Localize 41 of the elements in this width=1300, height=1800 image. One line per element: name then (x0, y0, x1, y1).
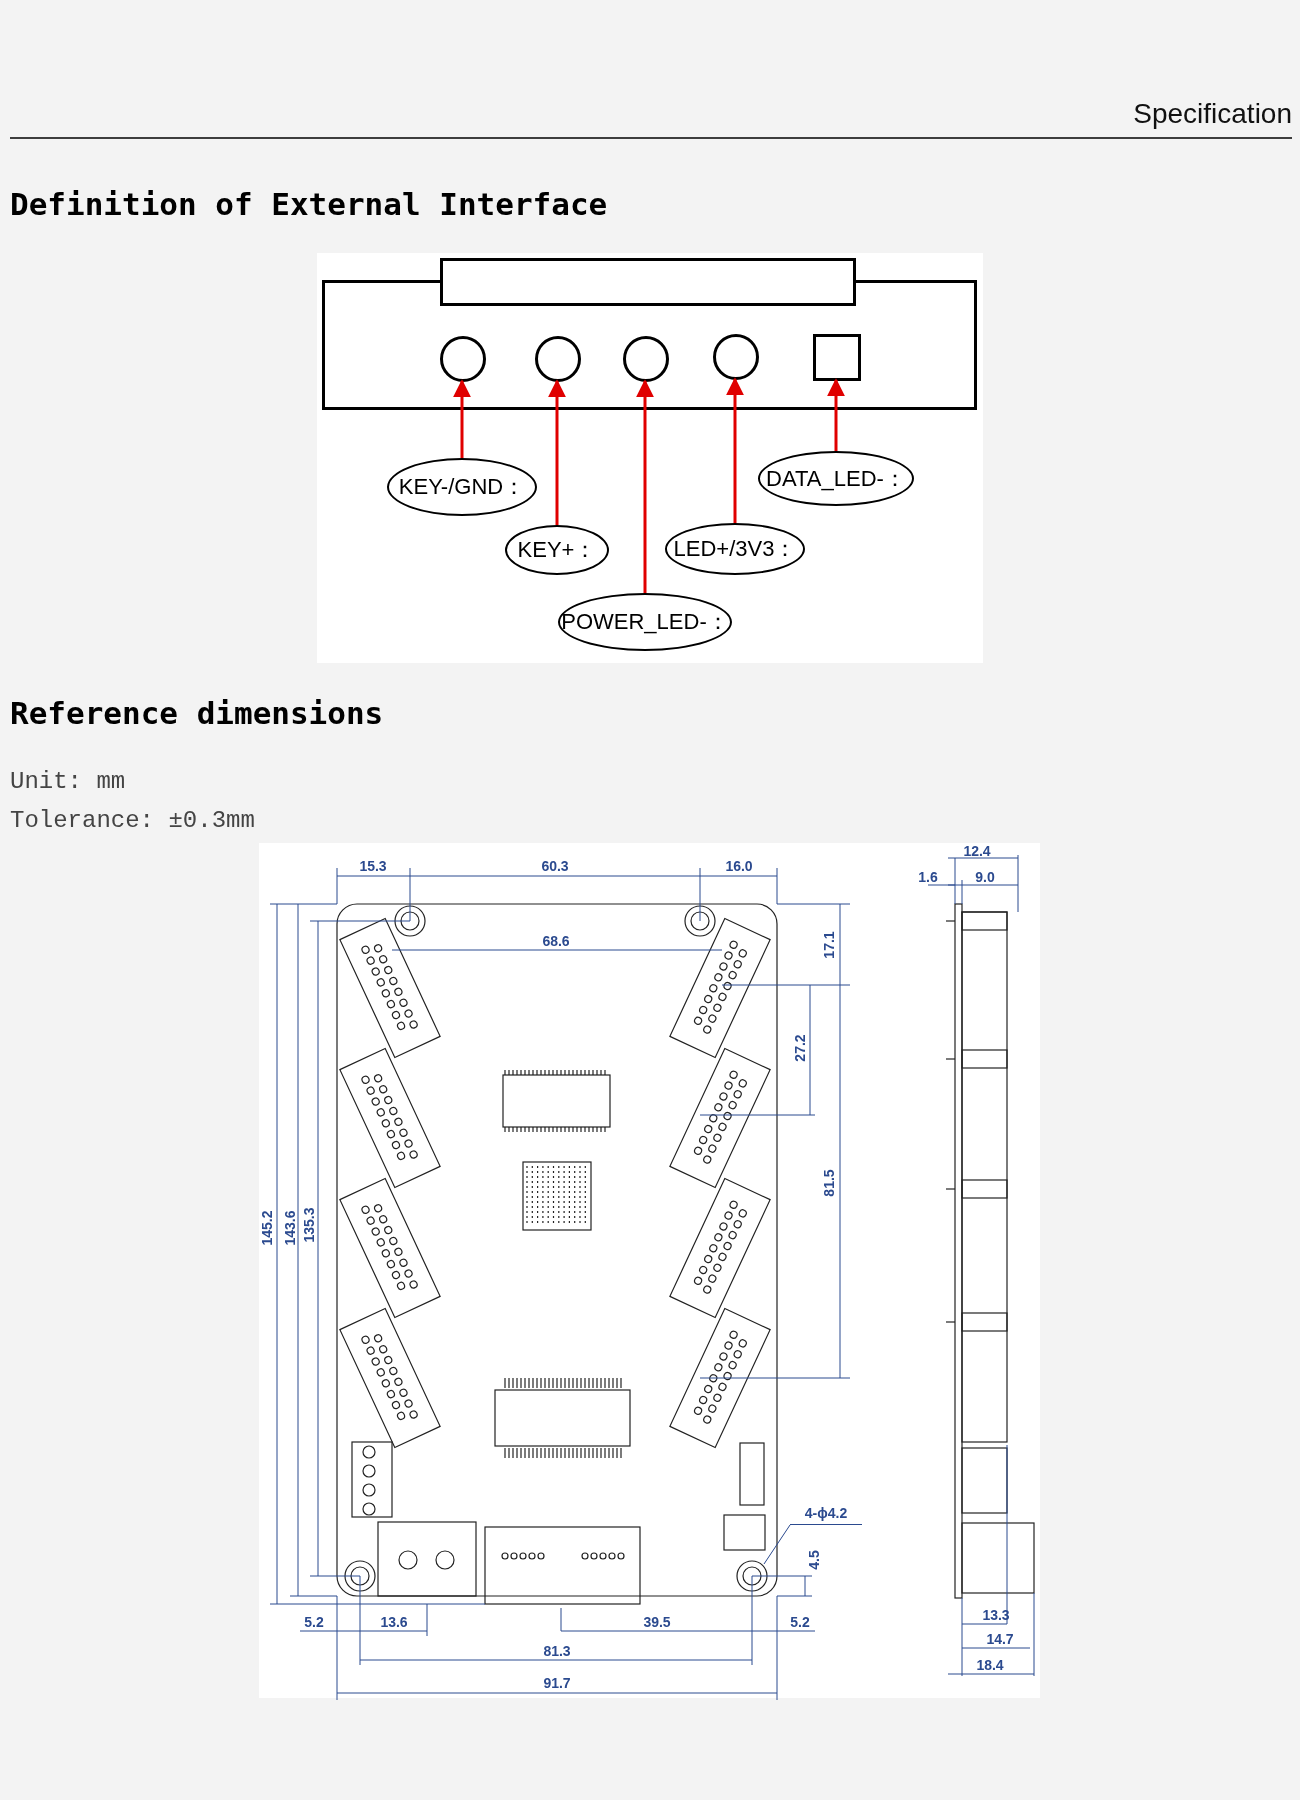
dimension-label: 39.5 (643, 1614, 671, 1630)
connector-slot (440, 258, 856, 306)
dimension-label: 5.2 (304, 1614, 324, 1630)
dimension-label: 9.0 (975, 869, 995, 885)
dimension-label: 145.2 (259, 1210, 275, 1246)
square-opening (813, 334, 861, 381)
dimension-label: 81.5 (821, 1169, 837, 1197)
dimension-label: 60.3 (541, 858, 569, 874)
arrow (548, 379, 566, 525)
unit-note: Unit: mm (10, 768, 126, 795)
arrow (636, 379, 654, 593)
round-opening (535, 336, 581, 382)
dimension-label: 18.4 (976, 1657, 1004, 1673)
dimension-label: 13.6 (380, 1614, 408, 1630)
dimension-label: 16.0 (725, 858, 753, 874)
dimension-label: 1.6 (918, 869, 938, 885)
dimension-label: 14.7 (986, 1631, 1014, 1647)
dimension-label: 143.6 (282, 1210, 298, 1246)
dimension-label: 17.1 (821, 931, 837, 959)
tolerance-note: Tolerance: ±0.3mm (10, 807, 255, 834)
dimension-label: 68.6 (542, 933, 570, 949)
dimension-label: 81.3 (543, 1643, 571, 1659)
dimension-label: 15.3 (359, 858, 387, 874)
dimension-label: 5.2 (790, 1614, 810, 1630)
arrow (827, 378, 845, 451)
round-opening (440, 336, 486, 382)
leader-line (763, 1524, 791, 1565)
dimension-label: 4-ϕ4.2 (790, 1505, 862, 1525)
round-opening (623, 336, 669, 382)
dimension-label: 91.7 (543, 1675, 571, 1691)
round-opening (713, 334, 759, 380)
page-header: Specification (1133, 98, 1292, 130)
dimension-label: 12.4 (963, 843, 991, 859)
arrow (453, 379, 471, 458)
dimension-label: 27.2 (792, 1034, 808, 1062)
dimension-label: 4.5 (806, 1550, 822, 1570)
dimension-label: 13.3 (982, 1607, 1010, 1623)
section-heading: Definition of External Interface (10, 186, 608, 222)
section-heading: Reference dimensions (10, 695, 384, 731)
arrow (726, 377, 744, 523)
dimension-label: 135.3 (301, 1207, 317, 1243)
